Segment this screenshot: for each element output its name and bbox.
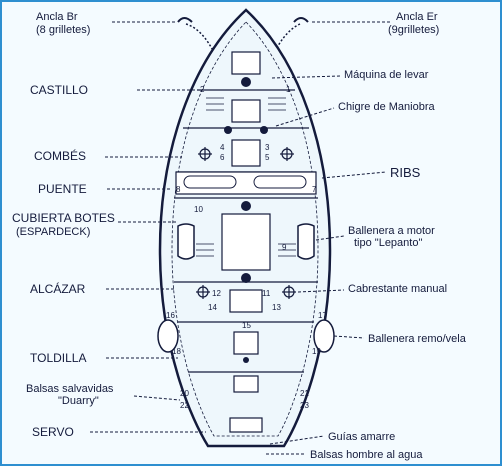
num-23: 23: [300, 401, 309, 410]
label-ballenera-remo: Ballenera remo/vela: [368, 333, 467, 345]
num-19: 19: [312, 347, 321, 356]
label-ancla-br-sub: (8 grilletes): [36, 24, 90, 36]
num-20: 20: [180, 389, 189, 398]
label-ancla-br: Ancla Br: [36, 11, 78, 23]
num-5: 5: [265, 153, 270, 162]
label-cubierta-botes: CUBIERTA BOTES: [12, 211, 115, 225]
label-cabrestante: Cabrestante manual: [348, 283, 447, 295]
num-7: 7: [312, 185, 317, 194]
num-11: 11: [262, 289, 271, 298]
label-duarry: "Duarry": [58, 395, 99, 407]
label-chigre: Chigre de Maniobra: [338, 101, 435, 113]
label-servo: SERVO: [32, 425, 74, 439]
pointer-lines: [90, 21, 390, 455]
num-17: 17: [318, 311, 327, 320]
num-4: 4: [220, 143, 225, 152]
label-maquina: Máquina de levar: [344, 69, 429, 81]
num-3: 3: [265, 143, 270, 152]
label-combes: COMBÉS: [34, 148, 86, 163]
windlass-drums: [224, 77, 268, 363]
num-9: 9: [282, 243, 287, 252]
num-13: 13: [272, 303, 281, 312]
label-tipo-lepanto: tipo "Lepanto": [354, 237, 422, 249]
num-12: 12: [212, 289, 221, 298]
num-2: 2: [200, 85, 205, 94]
label-ancla-er: Ancla Er: [396, 11, 438, 23]
label-alcazar: ALCÁZAR: [30, 281, 86, 296]
num-21: 21: [300, 389, 309, 398]
label-ribs: RIBS: [390, 165, 421, 180]
num-15: 15: [242, 321, 251, 330]
label-balsas-hombre: Balsas hombre al agua: [310, 449, 423, 461]
num-1: 1: [286, 85, 291, 94]
anchors: [177, 17, 309, 23]
num-16: 16: [166, 311, 175, 320]
label-puente: PUENTE: [38, 182, 87, 196]
ribs-boat-right: [253, 175, 307, 189]
label-espardeck: (ESPARDECK): [16, 226, 90, 238]
label-balsas: Balsas salvavidas: [26, 383, 114, 395]
label-toldilla: TOLDILLA: [30, 351, 86, 365]
hatch-grids: [196, 97, 296, 257]
label-castillo: CASTILLO: [30, 83, 88, 97]
num-8: 8: [176, 185, 181, 194]
num-14: 14: [208, 303, 217, 312]
label-ancla-er-sub: (9grilletes): [388, 24, 439, 36]
num-6: 6: [220, 153, 225, 162]
num-18: 18: [172, 347, 181, 356]
num-10: 10: [194, 205, 203, 214]
label-ballenera-motor: Ballenera a motor: [348, 225, 435, 237]
deck-machinery: [221, 51, 271, 433]
capstan-icons: [196, 147, 296, 299]
ballenera-motor-boats: [177, 223, 315, 260]
num-22: 22: [180, 401, 189, 410]
ribs-boat-left: [183, 175, 237, 189]
label-guias: Guías amarre: [328, 431, 395, 443]
